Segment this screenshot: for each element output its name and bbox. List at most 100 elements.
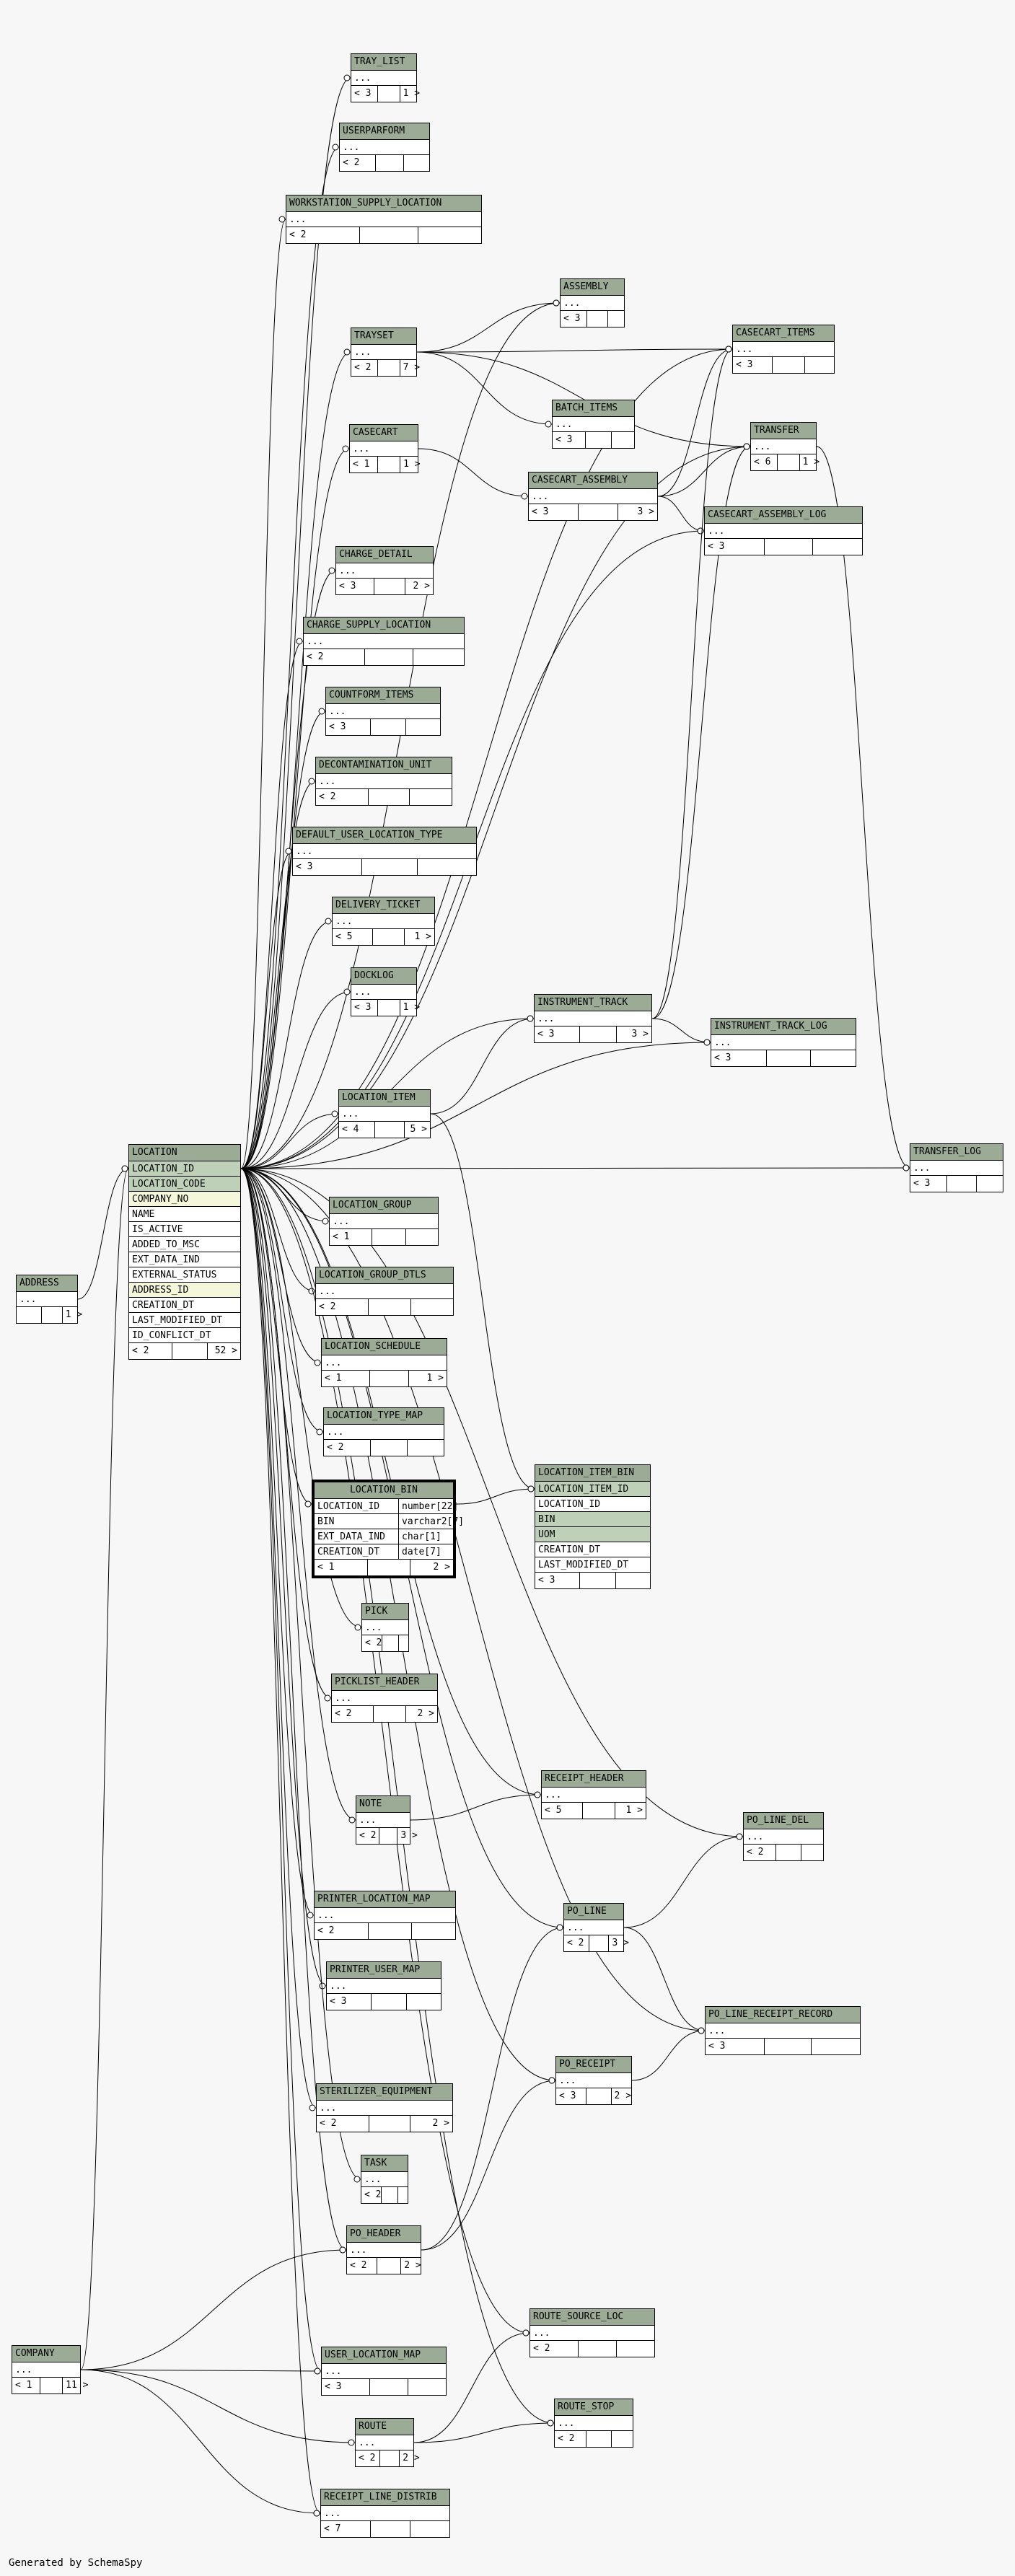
table-receipt-line-distrib[interactable]: RECEIPT_LINE_DISTRIB...< 7: [320, 2489, 450, 2538]
parent-count[interactable]: < 3: [705, 539, 765, 555]
table-casecart-assembly-log[interactable]: CASECART_ASSEMBLY_LOG...< 3: [704, 506, 863, 555]
parent-count[interactable]: < 2: [362, 1635, 383, 1651]
table-name[interactable]: DECONTAMINATION_UNIT: [316, 757, 452, 774]
column-row[interactable]: EXT_DATA_IND: [129, 1252, 240, 1267]
column-row[interactable]: BIN: [535, 1512, 650, 1527]
parent-count[interactable]: < 2: [530, 2341, 579, 2357]
table-name[interactable]: CHARGE_DETAIL: [336, 547, 433, 563]
parent-count[interactable]: < 6: [751, 454, 778, 470]
table-name[interactable]: TASK: [361, 2155, 408, 2172]
parent-count[interactable]: < 5: [542, 1803, 583, 1819]
collapsed-columns[interactable]: ...: [356, 2435, 413, 2450]
child-count[interactable]: [805, 357, 834, 373]
parent-count[interactable]: < 5: [333, 929, 373, 945]
column-row[interactable]: ADDED_TO_MSC: [129, 1237, 240, 1252]
table-name[interactable]: DEFAULT_USER_LOCATION_TYPE: [293, 827, 476, 844]
parent-count[interactable]: < 2: [351, 360, 379, 376]
child-count[interactable]: [398, 2187, 408, 2203]
table-name[interactable]: LOCATION_TYPE_MAP: [324, 1408, 444, 1425]
parent-count[interactable]: < 2: [564, 1935, 589, 1951]
collapsed-columns[interactable]: ...: [317, 2101, 452, 2116]
child-count[interactable]: [811, 1050, 856, 1066]
table-user-location-map[interactable]: USER_LOCATION_MAP...< 3: [321, 2347, 447, 2396]
table-location-group-dtls[interactable]: LOCATION_GROUP_DTLS...< 2: [315, 1267, 454, 1316]
child-count[interactable]: [813, 539, 863, 555]
collapsed-columns[interactable]: ...: [304, 634, 464, 649]
child-count[interactable]: [812, 2039, 860, 2054]
parent-count[interactable]: < 2: [332, 1706, 374, 1722]
parent-count[interactable]: < 3: [326, 719, 371, 735]
collapsed-columns[interactable]: ...: [751, 439, 816, 454]
collapsed-columns[interactable]: ...: [324, 1425, 444, 1440]
child-count[interactable]: 3 >: [400, 1830, 418, 1841]
table-name[interactable]: USERPARFORM: [340, 123, 429, 140]
child-count[interactable]: 2 >: [432, 2118, 449, 2129]
parent-count[interactable]: < 1: [350, 457, 378, 472]
collapsed-columns[interactable]: ...: [733, 342, 834, 357]
parent-count[interactable]: < 2: [340, 155, 376, 171]
table-location-group[interactable]: LOCATION_GROUP...< 1: [329, 1197, 439, 1246]
parent-count[interactable]: < 3: [706, 2039, 765, 2054]
child-count[interactable]: [612, 2431, 633, 2447]
table-name[interactable]: CASECART_ASSEMBLY_LOG: [705, 507, 862, 524]
table-name[interactable]: PRINTER_USER_MAP: [327, 1962, 441, 1979]
collapsed-columns[interactable]: ...: [350, 441, 418, 457]
parent-count[interactable]: < 3: [327, 1994, 372, 2010]
table-name[interactable]: PO_LINE: [564, 1904, 623, 1920]
table-name[interactable]: COMPANY: [12, 2346, 80, 2362]
table-name[interactable]: PRINTER_LOCATION_MAP: [315, 1891, 455, 1908]
table-name[interactable]: CHARGE_SUPPLY_LOCATION: [304, 617, 464, 634]
column-row[interactable]: NAME: [129, 1207, 240, 1222]
parent-count[interactable]: < 2: [347, 2258, 377, 2274]
child-count[interactable]: 7 >: [403, 362, 421, 373]
table-name[interactable]: LOCATION_GROUP_DTLS: [316, 1267, 453, 1284]
collapsed-columns[interactable]: ...: [553, 417, 634, 432]
parent-count[interactable]: < 3: [733, 357, 773, 373]
child-count[interactable]: 3 >: [631, 1029, 649, 1039]
table-name[interactable]: TRAY_LIST: [351, 54, 416, 71]
column-row[interactable]: ID_CONFLICT_DT: [129, 1328, 240, 1343]
table-name[interactable]: LOCATION_GROUP: [330, 1197, 438, 1214]
child-count[interactable]: 2 >: [417, 1708, 434, 1719]
column-row[interactable]: LOCATION_ID: [535, 1497, 650, 1512]
parent-count[interactable]: < 3: [322, 2379, 370, 2395]
table-name[interactable]: TRAYSET: [351, 328, 416, 345]
child-count[interactable]: 1 >: [802, 457, 820, 467]
table-name[interactable]: PICK: [362, 1604, 408, 1620]
column-row[interactable]: ADDRESS_ID: [129, 1283, 240, 1298]
child-count[interactable]: 2 >: [614, 2091, 632, 2101]
collapsed-columns[interactable]: ...: [332, 1691, 437, 1706]
table-po-line-del[interactable]: PO_LINE_DEL...< 2: [743, 1812, 824, 1861]
collapsed-columns[interactable]: ...: [564, 1920, 623, 1935]
parent-count[interactable]: < 3: [293, 859, 363, 875]
parent-count[interactable]: < 3: [561, 311, 587, 327]
child-count[interactable]: 1 >: [426, 1373, 444, 1384]
collapsed-columns[interactable]: ...: [17, 1292, 77, 1307]
collapsed-columns[interactable]: ...: [326, 704, 440, 719]
parent-count[interactable]: < 3: [711, 1050, 767, 1066]
table-name[interactable]: PICKLIST_HEADER: [332, 1674, 437, 1691]
collapsed-columns[interactable]: ...: [12, 2362, 80, 2378]
parent-count[interactable]: < 3: [553, 432, 586, 448]
child-count[interactable]: [408, 2379, 446, 2395]
table-name[interactable]: NOTE: [356, 1796, 410, 1813]
child-count[interactable]: [617, 2341, 654, 2357]
collapsed-columns[interactable]: ...: [706, 2023, 860, 2039]
child-count[interactable]: [407, 1994, 441, 2010]
child-count[interactable]: [413, 649, 464, 665]
table-batch-items[interactable]: BATCH_ITEMS...< 3: [552, 400, 635, 449]
parent-count[interactable]: < 3: [336, 579, 375, 594]
table-name[interactable]: COUNTFORM_ITEMS: [326, 687, 440, 704]
